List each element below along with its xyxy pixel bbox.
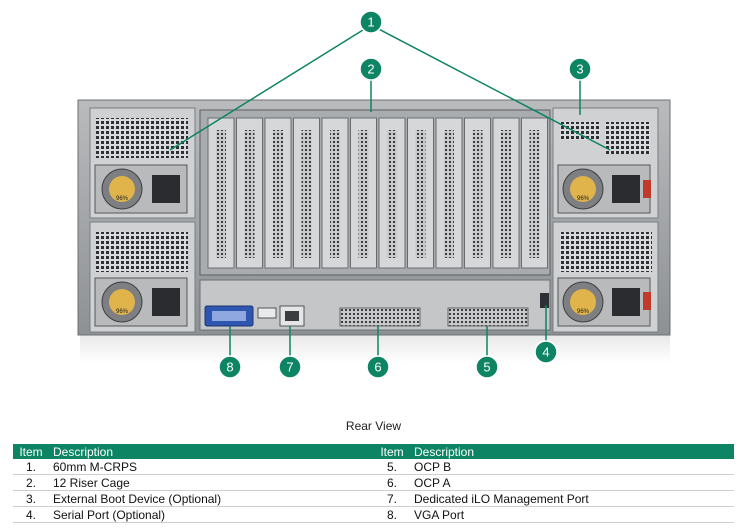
- riser-slot-vent: [444, 130, 454, 258]
- riser-slot-vent: [273, 130, 283, 258]
- riser-slot-vent: [216, 130, 226, 258]
- callout-number: 8: [226, 360, 233, 375]
- callout-badge-8: [218, 355, 242, 379]
- callout-number: 1: [367, 15, 374, 30]
- psu-efficiency-label: 96%: [116, 196, 129, 202]
- item-description: OCP B: [410, 459, 734, 475]
- callout-number: 3: [576, 62, 583, 77]
- riser-slot-vent: [330, 130, 340, 258]
- item-number: 8.: [374, 506, 410, 523]
- io-panel: [199, 279, 551, 331]
- item-description: Serial Port (Optional): [49, 506, 374, 523]
- callout-number: 5: [483, 360, 490, 375]
- item-description: VGA Port: [410, 506, 734, 523]
- psu-efficiency-label: 96%: [577, 309, 590, 315]
- riser-slot-vent: [501, 130, 511, 258]
- item-number: 6.: [374, 474, 410, 491]
- callout-number: 7: [286, 360, 293, 375]
- psu-efficiency-label: 96%: [577, 196, 590, 202]
- psu-unit-bottom-left: 96%: [94, 277, 188, 327]
- callout-badge-5: [475, 355, 499, 379]
- header-item: Item: [374, 444, 410, 459]
- figure-caption: Rear View: [345, 419, 402, 433]
- riser-slot-vent: [472, 130, 483, 258]
- callout-badge-7: [278, 355, 302, 379]
- item-number: 3.: [13, 490, 49, 507]
- riser-slot-vent: [244, 130, 255, 258]
- callout-badge-6: [366, 355, 390, 379]
- callout-number: 4: [542, 345, 549, 360]
- server-rear-view-illustration: 96% 96% 96% 96%: [77, 10, 671, 379]
- callout-badge-3: [568, 57, 592, 81]
- riser-slot-vent: [529, 130, 540, 258]
- item-number: 7.: [374, 490, 410, 507]
- riser-cage: [199, 109, 551, 276]
- riser-slot-vent: [358, 130, 369, 258]
- item-number: 5.: [374, 459, 410, 475]
- callout-number: 2: [367, 62, 374, 77]
- callout-badge-2: [359, 57, 383, 81]
- header-item: Item: [13, 444, 49, 459]
- item-number: 1.: [13, 459, 49, 475]
- callout-badge-4: [534, 340, 558, 364]
- item-number: 4.: [13, 506, 49, 523]
- serial-port: [540, 293, 549, 308]
- table-row: 1. 60mm M-CRPS 5. OCP B: [13, 459, 734, 475]
- item-description: 60mm M-CRPS: [49, 459, 374, 475]
- item-description: 12 Riser Cage: [49, 474, 374, 491]
- riser-slot-vent: [415, 130, 426, 258]
- table-row: 4. Serial Port (Optional) 8. VGA Port: [13, 506, 734, 523]
- psu-efficiency-label: 96%: [116, 309, 129, 315]
- psu-unit-top-left: 96%: [94, 164, 188, 214]
- table-row: 3. External Boot Device (Optional) 7. De…: [13, 490, 734, 507]
- table-row: 2. 12 Riser Cage 6. OCP A: [13, 474, 734, 491]
- item-number: 2.: [13, 474, 49, 491]
- header-description: Description: [49, 444, 374, 459]
- item-description: External Boot Device (Optional): [49, 490, 374, 507]
- ocp-b-slot: [447, 307, 529, 327]
- callout-badges: 1 2 3 4 5 6 7 8: [218, 10, 592, 379]
- riser-slot-vent: [387, 130, 397, 258]
- item-description: Dedicated iLO Management Port: [410, 490, 734, 507]
- item-description: OCP A: [410, 474, 734, 491]
- riser-slots: [207, 117, 548, 269]
- riser-slot-vent: [301, 130, 312, 258]
- legend-table: Item Description Item Description 1. 60m…: [13, 444, 734, 523]
- legend-header-row: Item Description Item Description: [13, 444, 734, 459]
- psu-unit-top-right: 96%: [557, 164, 651, 214]
- callout-badge-1: [359, 10, 383, 34]
- ocp-a-slot: [339, 307, 421, 327]
- psu-unit-bottom-right: 96%: [557, 277, 651, 327]
- header-description: Description: [410, 444, 734, 459]
- callout-number: 6: [374, 360, 381, 375]
